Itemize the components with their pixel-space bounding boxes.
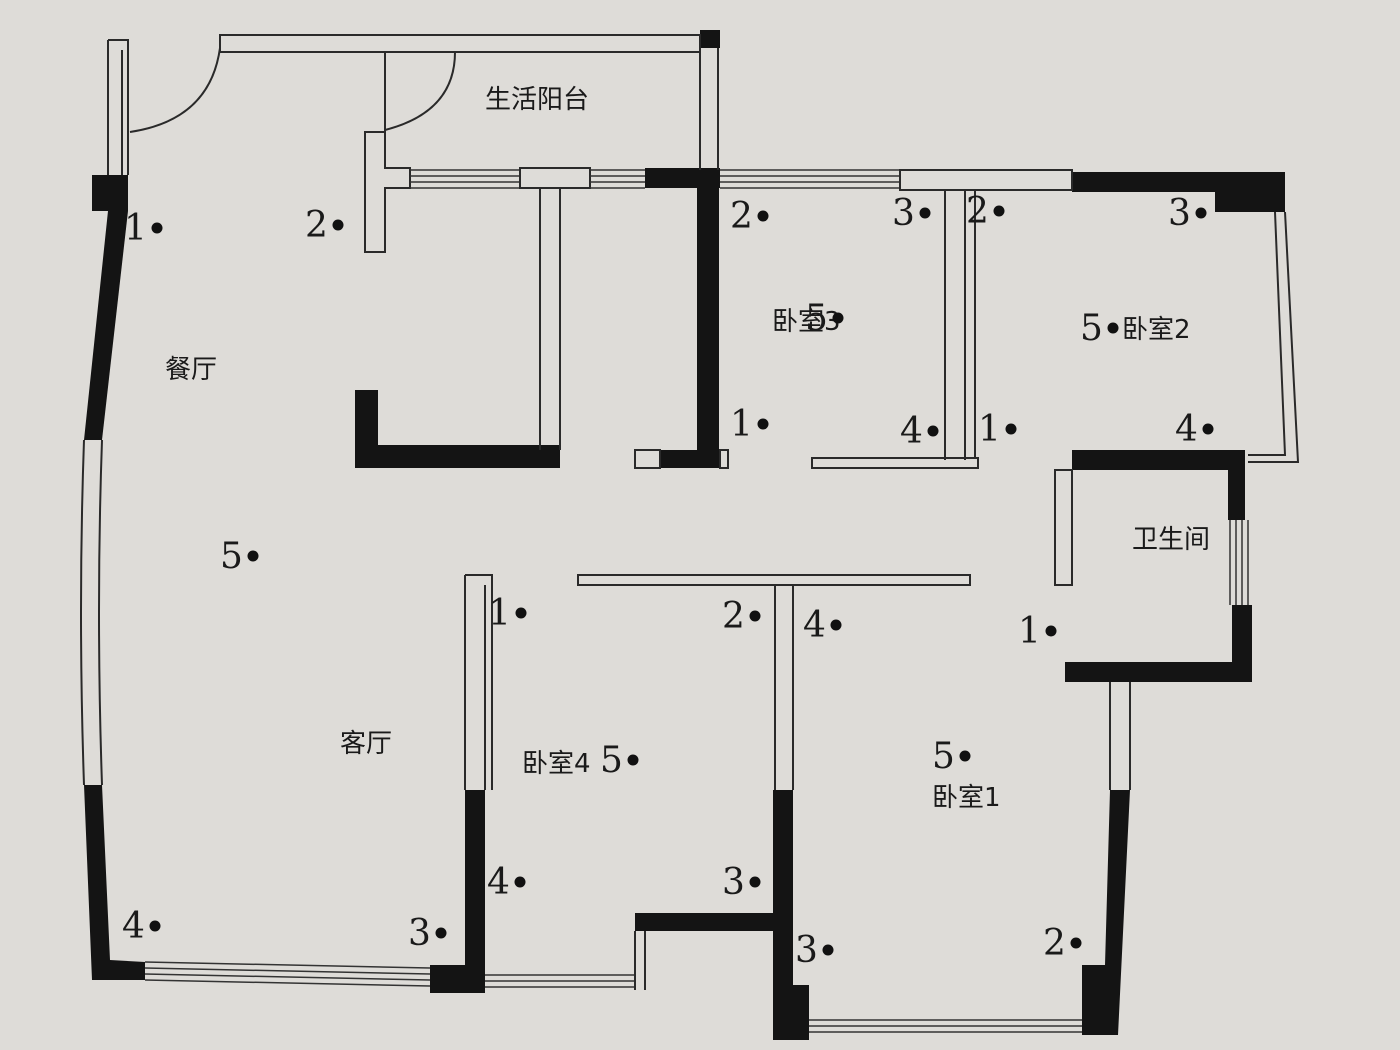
point-label-bedroom3-2: 2 bbox=[730, 196, 753, 237]
point-dot-bedroom4-5 bbox=[627, 754, 639, 766]
point-label-dining-1: 1 bbox=[124, 208, 147, 249]
point-dot-living-5 bbox=[247, 550, 259, 562]
room-label-living: 客厅 bbox=[340, 729, 392, 759]
point-label-bedroom2-3: 3 bbox=[1168, 193, 1191, 234]
point-label-bedroom4-1: 1 bbox=[488, 593, 511, 634]
room-label-bedroom2: 卧室2 bbox=[1122, 315, 1191, 345]
room-labels: 生活阳台 餐厅 客厅 卧室1 卧室2 卧室3 卧室4 卫生间 bbox=[165, 85, 1210, 813]
point-dot-bedroom3-4 bbox=[927, 425, 939, 437]
point-dot-bedroom2-4 bbox=[1202, 423, 1214, 435]
point-label-bedroom3-4: 4 bbox=[900, 411, 923, 452]
room-label-bedroom3: 卧室3 bbox=[772, 307, 841, 337]
point-label-bedroom1-2: 2 bbox=[1043, 923, 1066, 964]
point-dot-bedroom2-2 bbox=[993, 205, 1005, 217]
point-dot-living-3 bbox=[435, 927, 447, 939]
point-dot-bedroom1-5 bbox=[959, 750, 971, 762]
thick-walls bbox=[84, 30, 1285, 1040]
point-label-bedroom4-5: 5 bbox=[600, 740, 623, 781]
thin-walls bbox=[80, 34, 1300, 1033]
point-label-bedroom1-5: 5 bbox=[932, 736, 955, 777]
point-dot-bedroom4-1 bbox=[515, 607, 527, 619]
point-dot-living-4 bbox=[149, 920, 161, 932]
point-label-bedroom4-4: 4 bbox=[487, 862, 510, 903]
point-dot-bedroom4-4 bbox=[514, 876, 526, 888]
point-label-bedroom4-2: 2 bbox=[722, 596, 745, 637]
point-dot-bedroom3-3 bbox=[919, 207, 931, 219]
point-dot-bedroom4-2 bbox=[749, 610, 761, 622]
point-label-bathroom-1: 1 bbox=[1018, 611, 1041, 652]
point-dot-bathroom-1 bbox=[1045, 625, 1057, 637]
point-label-bedroom4-3: 3 bbox=[722, 862, 745, 903]
point-dot-bedroom3-5 bbox=[832, 312, 844, 324]
point-label-living-4: 4 bbox=[122, 906, 145, 947]
point-dot-bedroom3-2 bbox=[757, 210, 769, 222]
measurement-points: 1 2 5 4 3 2 3 5 1 4 2 3 5 1 4 1 1 2 5 4 3 4 5 3 2 bbox=[122, 191, 1214, 971]
point-label-bedroom2-2: 2 bbox=[966, 191, 989, 232]
room-label-bedroom1: 卧室1 bbox=[932, 783, 1001, 813]
room-label-balcony: 生活阳台 bbox=[485, 85, 589, 115]
room-label-dining: 餐厅 bbox=[165, 355, 217, 385]
point-dot-bedroom3-1 bbox=[757, 418, 769, 430]
point-dot-bedroom2-3 bbox=[1195, 207, 1207, 219]
point-label-bedroom1-4: 4 bbox=[803, 605, 826, 646]
point-label-bedroom3-1: 1 bbox=[730, 404, 753, 445]
room-label-bedroom4: 卧室4 bbox=[522, 749, 591, 779]
point-label-living-3: 3 bbox=[408, 913, 431, 954]
point-label-bedroom2-5: 5 bbox=[1080, 308, 1103, 349]
point-label-dining-2: 2 bbox=[305, 205, 328, 246]
point-dot-bedroom2-5 bbox=[1107, 322, 1119, 334]
point-dot-dining-1 bbox=[151, 222, 163, 234]
point-label-bedroom3-3: 3 bbox=[892, 193, 915, 234]
point-dot-bedroom1-3 bbox=[822, 944, 834, 956]
point-label-bedroom2-1: 1 bbox=[978, 409, 1001, 450]
point-label-bedroom2-4: 4 bbox=[1175, 409, 1198, 450]
point-dot-bedroom1-4 bbox=[830, 619, 842, 631]
room-label-bathroom: 卫生间 bbox=[1132, 525, 1210, 555]
point-dot-bedroom1-2 bbox=[1070, 937, 1082, 949]
point-label-bedroom1-3: 3 bbox=[795, 930, 818, 971]
point-dot-dining-2 bbox=[332, 219, 344, 231]
point-dot-bedroom4-3 bbox=[749, 876, 761, 888]
point-label-living-5: 5 bbox=[220, 536, 243, 577]
point-dot-bedroom2-1 bbox=[1005, 423, 1017, 435]
point-label-bedroom3-5: 5 bbox=[805, 298, 828, 339]
